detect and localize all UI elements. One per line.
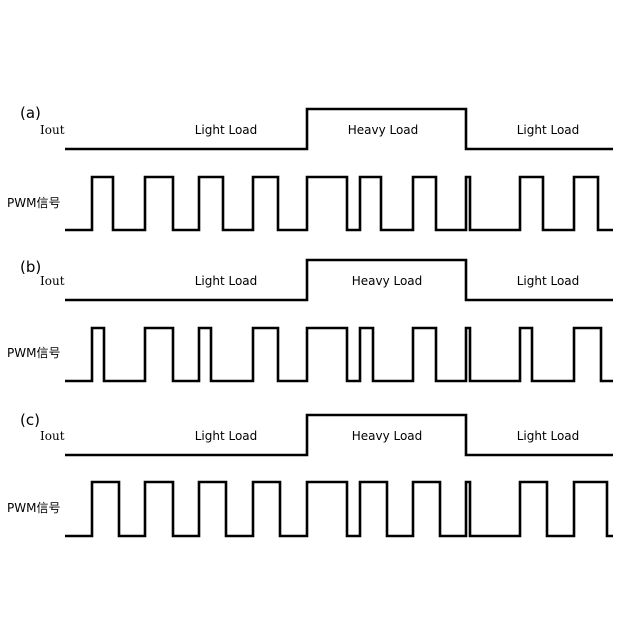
panel-b-load-label-1: Light Load xyxy=(195,274,258,288)
panel-c-load-label-2: Heavy Load xyxy=(352,429,423,443)
panel-b: (b) Iout Light Load Heavy Load Light Loa… xyxy=(7,258,613,381)
panel-c-letter: (c) xyxy=(20,411,40,429)
panel-a-pwm-waveform xyxy=(65,177,613,230)
panel-a: (a) Iout Light Load Heavy Load Light Loa… xyxy=(7,104,613,230)
panel-c-load-label-3: Light Load xyxy=(517,429,580,443)
panel-c-iout-label: Iout xyxy=(40,429,65,443)
panel-a-load-label-3: Light Load xyxy=(517,123,580,137)
panel-b-pwm-waveform xyxy=(65,328,613,381)
panel-a-load-label-1: Light Load xyxy=(195,123,258,137)
panel-c-pwm-waveform xyxy=(65,482,613,536)
panel-b-pwm-label: PWM信号 xyxy=(7,346,60,360)
panel-b-letter: (b) xyxy=(20,258,41,276)
panel-a-load-label-2: Heavy Load xyxy=(348,123,419,137)
panel-b-load-label-2: Heavy Load xyxy=(352,274,423,288)
panel-c-load-label-1: Light Load xyxy=(195,429,258,443)
panel-a-letter: (a) xyxy=(20,104,41,122)
panel-b-iout-label: Iout xyxy=(40,274,65,288)
panel-b-load-label-3: Light Load xyxy=(517,274,580,288)
panel-a-pwm-label: PWM信号 xyxy=(7,196,60,210)
panel-c: (c) Iout Light Load Heavy Load Light Loa… xyxy=(7,411,613,536)
panel-c-pwm-label: PWM信号 xyxy=(7,501,60,515)
panel-a-iout-label: Iout xyxy=(40,123,65,137)
